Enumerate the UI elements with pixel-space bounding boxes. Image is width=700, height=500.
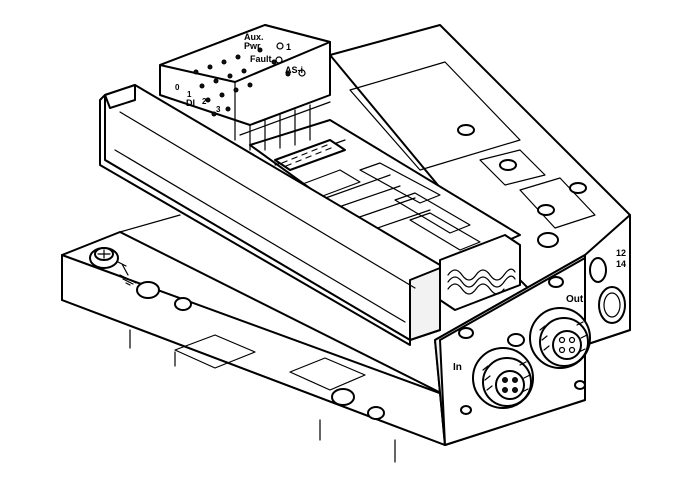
led-aux-pwr [276, 42, 284, 50]
base-hole-1 [136, 281, 160, 299]
panel-screw-right [574, 380, 586, 390]
label-out: Out [566, 294, 584, 305]
led-fault [275, 56, 283, 64]
front-cover [99, 84, 441, 346]
base-hole-4 [367, 406, 385, 420]
screw-2 [499, 159, 517, 171]
in-connector [472, 347, 534, 409]
led-dots [193, 47, 291, 117]
led-indicator-module [159, 24, 331, 151]
base-plate [61, 214, 446, 463]
panel-center-screw [507, 333, 525, 347]
label-n2: 2 [202, 97, 207, 106]
port-12 [589, 257, 607, 283]
panel-screw-left [458, 327, 474, 339]
base-hole-3 [331, 388, 355, 406]
screw-4 [569, 182, 587, 194]
label-n3: 3 [216, 105, 221, 114]
label-n0: 0 [175, 83, 180, 92]
led-as-i [298, 69, 306, 77]
label-fault: Fault [250, 54, 272, 64]
label-in: In [453, 362, 462, 373]
base-hole-2 [174, 297, 192, 311]
ground-screw [89, 247, 119, 269]
label-n1: 1 [187, 90, 192, 99]
label-one: 1 [286, 42, 291, 52]
screw-3 [537, 204, 555, 216]
screw-1 [457, 124, 475, 136]
label-port-14: 14 [616, 259, 626, 269]
label-aux: Aux. Pwr [244, 32, 266, 51]
panel-screw-top [548, 276, 564, 288]
terminal-strip [274, 139, 346, 171]
out-connector [529, 307, 591, 369]
screw-5 [537, 232, 559, 248]
label-as-i: AS-i [285, 65, 303, 75]
port-14 [598, 286, 626, 324]
label-port-12: 12 [616, 248, 626, 258]
ground-symbol-icon [117, 261, 137, 286]
panel-screw-bottom [460, 405, 472, 415]
label-di: DI [186, 98, 195, 108]
